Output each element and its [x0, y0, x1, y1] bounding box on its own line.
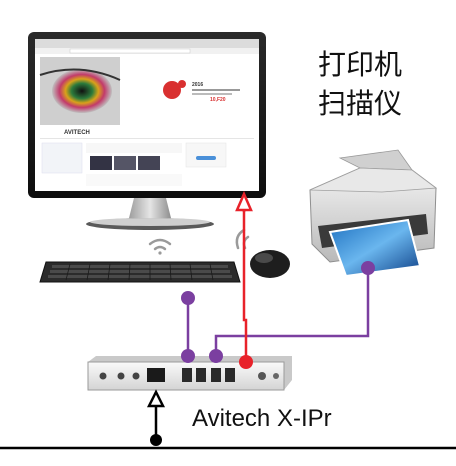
scanner-label: 扫描仪 — [318, 87, 402, 120]
screen-price: 10,F20 — [210, 97, 226, 103]
wifi-icon — [235, 228, 250, 250]
usb-connection — [186, 268, 370, 356]
usb-endpoint-box-1 — [181, 349, 195, 363]
usb-endpoint-printer — [361, 261, 375, 275]
mouse-icon — [250, 250, 290, 278]
usb-endpoint-box-2 — [209, 349, 223, 363]
keyboard-icon — [39, 261, 241, 283]
video-connection — [235, 190, 253, 369]
usb-endpoint-keyboard — [181, 291, 195, 305]
screen-brand: AVITECH — [64, 130, 90, 136]
screen-year: 2016 — [192, 82, 203, 88]
wifi-icon — [148, 238, 172, 255]
usb-port-icon — [182, 368, 192, 382]
monitor-icon: AVITECH 2016 10,F20 — [28, 32, 266, 230]
printer-label: 打印机 — [318, 48, 402, 81]
usb-port-icon — [211, 368, 221, 382]
usb-port-icon — [225, 368, 235, 382]
device-name-label: Avitech X-IPr — [192, 405, 332, 432]
network-connection — [0, 389, 456, 450]
printer-icon — [309, 149, 438, 285]
video-port-icon — [258, 372, 266, 380]
usb-port-icon — [196, 368, 206, 382]
ethernet-port-icon — [147, 368, 165, 382]
